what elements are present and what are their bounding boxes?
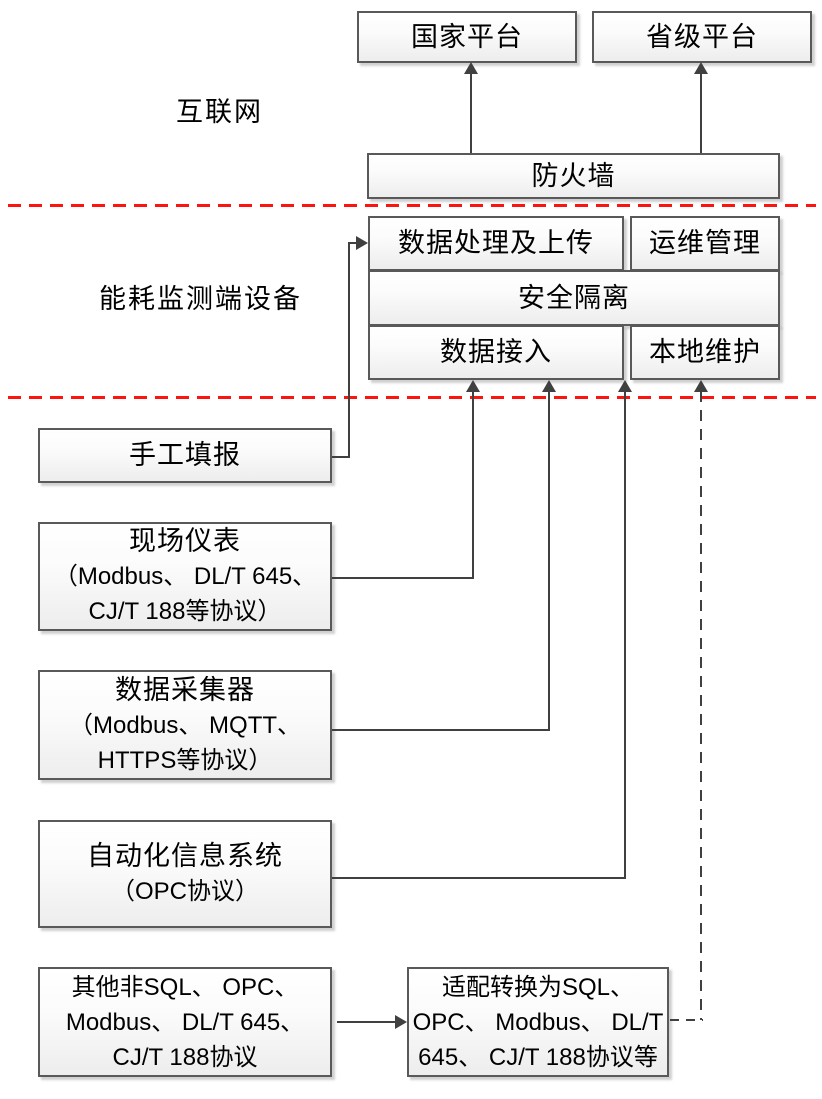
arrowhead-to-data-processing — [356, 236, 368, 250]
box-label-line: 其他非SQL、 OPC、 — [71, 973, 299, 1001]
boundary-line-bottom — [8, 396, 816, 399]
arrowhead-automation-to-access — [618, 380, 632, 392]
connector-adapter-v-dashed — [700, 391, 702, 1020]
connector-collector-v — [548, 390, 550, 731]
zone-label-device: 能耗监测端设备 — [99, 284, 302, 314]
box-label: 安全隔离 — [518, 282, 630, 313]
box-label-line: HTTPS等协议） — [97, 746, 273, 774]
box-label-line: （Modbus、 MQTT、 — [68, 711, 302, 739]
box-label: 手工填报 — [129, 440, 241, 470]
box-label: 国家平台 — [411, 21, 523, 52]
box-label-line: 数据采集器 — [115, 674, 255, 705]
box-data-collector: 数据采集器 （Modbus、 MQTT、 HTTPS等协议） — [38, 670, 332, 780]
box-label-line: 自动化信息系统 — [87, 841, 283, 871]
box-label: 本地维护 — [649, 337, 761, 367]
connector-manual-h1 — [332, 456, 350, 458]
box-label-line: （OPC协议） — [110, 878, 259, 905]
connector-other-h — [337, 1021, 397, 1023]
box-label-line: （Modbus、 DL/T 645、 — [53, 563, 317, 590]
box-automation-system: 自动化信息系统 （OPC协议） — [38, 820, 332, 928]
connector-firewall-to-provincial — [700, 72, 702, 153]
box-label-line: OPC、 Modbus、 DL/T — [412, 1008, 664, 1036]
box-provincial-platform: 省级平台 — [592, 11, 812, 63]
connector-automation-h — [332, 877, 626, 879]
box-label: 数据接入 — [440, 337, 552, 367]
connector-manual-h2 — [348, 242, 358, 244]
box-protocol-adapter: 适配转换为SQL、 OPC、 Modbus、 DL/T 645、 CJ/T 18… — [407, 967, 669, 1077]
connector-automation-v — [624, 390, 626, 879]
arrowhead-adapter-to-local-maintenance — [694, 380, 708, 392]
box-label: 数据处理及上传 — [398, 228, 594, 258]
zone-label-internet: 互联网 — [176, 97, 263, 127]
box-label-line: CJ/T 188等协议） — [88, 598, 282, 625]
box-ops-management: 运维管理 — [630, 216, 780, 271]
connector-collector-h — [332, 729, 550, 731]
arrowhead-other-to-adapter — [395, 1015, 407, 1029]
arrowhead-to-national — [464, 62, 478, 74]
connector-field-h — [332, 577, 474, 579]
box-label-line: CJ/T 188协议 — [112, 1043, 258, 1071]
box-label-line: 现场仪表 — [129, 526, 241, 556]
box-label: 防火墙 — [531, 160, 616, 191]
box-firewall: 防火墙 — [367, 153, 780, 199]
box-label-line: Modbus、 DL/T 645、 — [65, 1008, 305, 1036]
arrowhead-collector-to-access — [542, 380, 556, 392]
arrowhead-field-to-access — [466, 380, 480, 392]
box-data-processing-upload: 数据处理及上传 — [368, 216, 624, 271]
box-label-line: 645、 CJ/T 188协议等 — [418, 1043, 658, 1071]
connector-adapter-h-dashed — [670, 1019, 703, 1021]
box-label-line: 适配转换为SQL、 — [441, 973, 635, 1001]
connector-firewall-to-national — [470, 72, 472, 153]
box-national-platform: 国家平台 — [357, 11, 577, 63]
box-manual-entry: 手工填报 — [38, 428, 332, 483]
box-security-isolation: 安全隔离 — [368, 270, 780, 326]
arrowhead-to-provincial — [694, 62, 708, 74]
box-other-protocols: 其他非SQL、 OPC、 Modbus、 DL/T 645、 CJ/T 188协… — [38, 967, 332, 1077]
box-label: 运维管理 — [649, 228, 761, 258]
box-field-instruments: 现场仪表 （Modbus、 DL/T 645、 CJ/T 188等协议） — [38, 522, 332, 631]
boundary-line-top — [8, 204, 816, 207]
box-local-maintenance: 本地维护 — [630, 325, 780, 380]
box-data-access: 数据接入 — [368, 325, 624, 380]
box-label: 省级平台 — [646, 21, 758, 52]
connector-manual-v — [348, 242, 350, 458]
connector-field-v — [472, 390, 474, 579]
